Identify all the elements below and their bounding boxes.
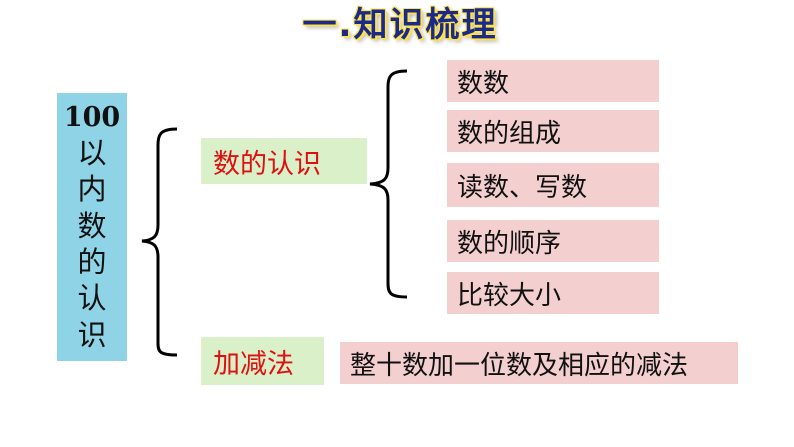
topic-char: 以 [77,135,107,170]
item-order: 数的顺序 [447,220,659,262]
topic-char: 数 [77,208,107,243]
item-count: 数数 [447,60,659,102]
item-compare: 比较大小 [447,272,659,314]
recognition-brace [369,69,408,299]
item-composition: 数的组成 [447,110,659,152]
item-read-write: 读数、写数 [447,163,659,207]
branch-recognition: 数的认识 [201,138,367,184]
topic-char: 识 [77,317,107,352]
topic-box: 100 以 内 数 的 认 识 [57,93,127,361]
main-brace [141,127,178,357]
branch-addsub: 加减法 [201,337,324,385]
topic-char: 认 [77,281,107,316]
topic-char: 内 [77,172,107,207]
page-title: 一.知识梳理 [302,5,498,45]
topic-number: 100 [63,102,121,134]
addsub-detail: 整十数加一位数及相应的减法 [340,342,738,384]
topic-char: 的 [77,244,107,279]
